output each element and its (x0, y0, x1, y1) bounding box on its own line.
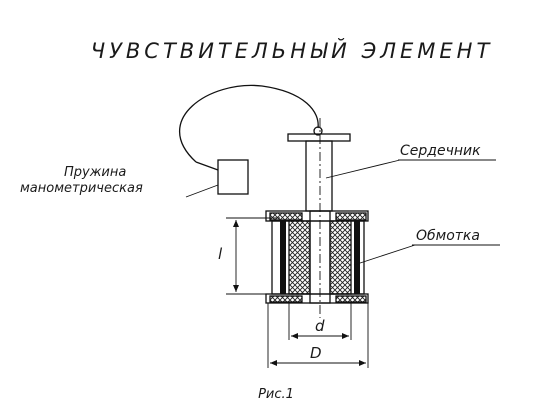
coil-top-flange-hatch-right (335, 212, 367, 221)
spring-label-line2: манометрическая (20, 181, 143, 196)
dim-d-label: d (315, 317, 325, 335)
coil-top-flange-hatch (269, 212, 303, 221)
dim-D-label: D (310, 344, 322, 362)
winding-label: Обмотка (416, 228, 480, 244)
spring-label-line1: Пружина (64, 165, 126, 180)
winding-left (288, 220, 311, 295)
core-leader (325, 159, 401, 179)
core-rod (305, 140, 333, 212)
winding-leader (353, 244, 416, 266)
dim-l-label: l (218, 245, 223, 263)
coil-wall-left (280, 221, 286, 294)
diagram-title: ЧУВСТВИТЕЛЬНЫЙ ЭЛЕМЕНТ (91, 38, 494, 63)
core-label: Сердечник (400, 143, 481, 159)
winding-right (329, 220, 352, 295)
figure-caption: Рис.1 (258, 387, 294, 402)
coil-wall-right (354, 221, 360, 294)
spring-block (217, 159, 249, 195)
core-knob (313, 126, 323, 136)
coil-bottom-flange-hatch-right (335, 295, 367, 303)
spring-wire-end (195, 161, 219, 171)
spring-leader (185, 184, 219, 198)
coil-bottom-flange-hatch (269, 295, 303, 303)
spring-wire (179, 84, 319, 163)
